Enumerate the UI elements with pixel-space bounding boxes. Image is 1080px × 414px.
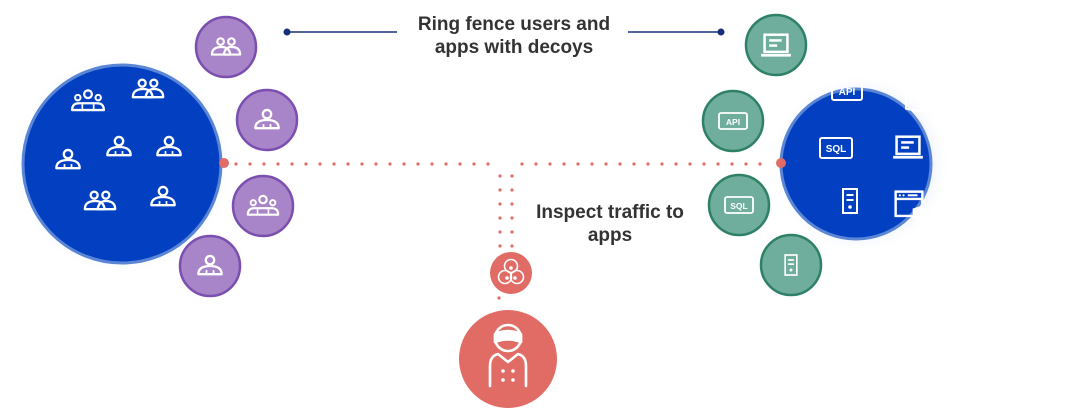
- user-decoy[interactable]: [227, 170, 299, 242]
- traffic-dot: [562, 162, 566, 166]
- traffic-dot: [498, 244, 502, 248]
- app-decoy[interactable]: API: [697, 85, 769, 157]
- traffic-dot: [618, 162, 622, 166]
- traffic-dot: [248, 162, 252, 166]
- hacker-avatar: [459, 310, 557, 408]
- connector-endpoint-left: [283, 28, 291, 36]
- app-decoy[interactable]: [740, 9, 812, 81]
- traffic-dot: [548, 162, 552, 166]
- traffic-dot: [758, 162, 762, 166]
- inspect-traffic-label: Inspect traffic to apps: [536, 202, 684, 246]
- traffic-dot: [472, 162, 476, 166]
- users-hub-tap-point: [219, 158, 229, 168]
- traffic-dot: [576, 162, 580, 166]
- traffic-dot: [360, 162, 364, 166]
- traffic-dot: [660, 162, 664, 166]
- app-decoy[interactable]: SQL: [703, 169, 775, 241]
- traffic-dot: [234, 162, 238, 166]
- api-icon: [718, 112, 748, 130]
- user-decoys: [174, 11, 303, 302]
- traffic-dot: [498, 188, 502, 192]
- biohazard-icon: [497, 258, 525, 285]
- user-decoy[interactable]: [190, 11, 262, 83]
- traffic-dot: [520, 162, 524, 166]
- traffic-dot: [632, 162, 636, 166]
- traffic-dot: [498, 216, 502, 220]
- api-icon: API: [831, 80, 863, 101]
- traffic-dot: [688, 162, 692, 166]
- traffic-dot: [674, 162, 678, 166]
- traffic-dot: [534, 162, 538, 166]
- traffic-dot: [510, 244, 514, 248]
- traffic-dot: [388, 162, 392, 166]
- traffic-dot: [444, 162, 448, 166]
- ring-fence-label: Ring fence users and apps with decoys: [417, 14, 611, 58]
- traffic-dot: [510, 188, 514, 192]
- ring-fence-connector: [283, 28, 725, 36]
- traffic-dot: [346, 162, 350, 166]
- traffic-dot: [510, 230, 514, 234]
- traffic-dot: [510, 174, 514, 178]
- traffic-dot: [318, 162, 322, 166]
- svg-text:SQL: SQL: [826, 144, 847, 155]
- traffic-dot: [498, 230, 502, 234]
- traffic-dotted-lines: [234, 162, 762, 300]
- sql-icon: [724, 196, 754, 214]
- traffic-dot: [510, 202, 514, 206]
- traffic-dot: [590, 162, 594, 166]
- traffic-dot: [646, 162, 650, 166]
- connector-endpoint-right: [717, 28, 725, 36]
- users-hub[interactable]: [21, 63, 223, 265]
- traffic-dot: [262, 162, 266, 166]
- svg-text:SQL: SQL: [730, 201, 747, 211]
- traffic-dot: [332, 162, 336, 166]
- app-decoys: API SQL: [697, 9, 827, 301]
- traffic-dot: [290, 162, 294, 166]
- sql-icon: SQL: [819, 137, 853, 159]
- traffic-dot: [430, 162, 434, 166]
- app-decoy[interactable]: [755, 229, 827, 301]
- traffic-dot: [402, 162, 406, 166]
- traffic-dot: [730, 162, 734, 166]
- traffic-dot: [458, 162, 462, 166]
- attacker[interactable]: [459, 252, 557, 408]
- traffic-dot: [374, 162, 378, 166]
- user-decoy[interactable]: [174, 230, 246, 302]
- traffic-dot: [498, 202, 502, 206]
- traffic-dot: [510, 216, 514, 220]
- traffic-dot: [416, 162, 420, 166]
- traffic-dot: [276, 162, 280, 166]
- user-decoy[interactable]: [231, 84, 303, 156]
- svg-text:API: API: [839, 87, 856, 98]
- traffic-dot: [604, 162, 608, 166]
- traffic-dot: [497, 296, 501, 300]
- hacker-icon: [488, 323, 528, 388]
- traffic-dot: [702, 162, 706, 166]
- traffic-dot: [486, 162, 490, 166]
- traffic-dot: [744, 162, 748, 166]
- traffic-dot: [498, 174, 502, 178]
- svg-text:API: API: [726, 117, 740, 127]
- traffic-dot: [304, 162, 308, 166]
- apps-hub-tap-point: [776, 158, 786, 168]
- threat-badge: [490, 252, 532, 294]
- traffic-dot: [716, 162, 720, 166]
